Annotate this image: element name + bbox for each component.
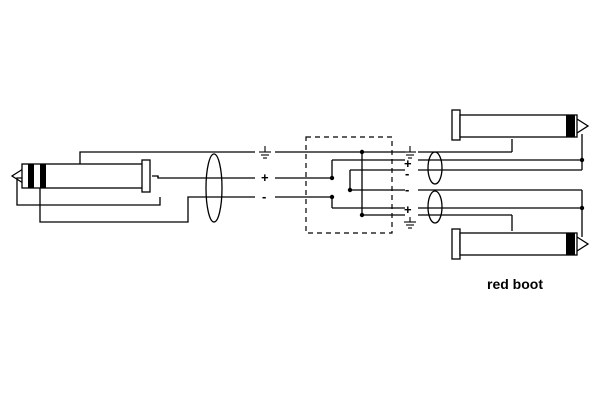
red-boot-caption: red boot xyxy=(487,276,543,292)
wire-ground-left xyxy=(79,151,255,164)
wire-minus-left xyxy=(39,188,255,223)
stereo-jack-plug-left xyxy=(10,159,151,193)
ground-symbol-icon xyxy=(404,217,416,229)
splitter-internal-wiring xyxy=(306,149,405,218)
ground-symbol-icon xyxy=(404,146,416,159)
jack-collar-lower xyxy=(451,228,461,260)
left-wires xyxy=(16,151,255,223)
symbol-minus-left: - xyxy=(262,189,266,204)
shield-ellipse-icon xyxy=(205,153,223,223)
right-wires-upper xyxy=(418,134,585,171)
symbol-minus-lower: - xyxy=(405,182,409,197)
jack-plug-icon xyxy=(451,228,590,260)
shield-ellipse-icon xyxy=(427,151,443,185)
wire-return-left xyxy=(16,177,161,206)
symbol-plus-upper: + xyxy=(404,156,412,171)
shield-ellipse-icon xyxy=(427,190,443,224)
ground-symbol-icon xyxy=(259,146,271,159)
symbol-plus-lower: + xyxy=(404,202,412,217)
symbol-plus-left: + xyxy=(261,170,269,185)
wire-plus-left xyxy=(152,175,255,179)
jack-collar xyxy=(141,159,151,193)
symbol-minus-upper: - xyxy=(405,166,409,181)
jack-ring-1 xyxy=(28,164,34,188)
splitter-box xyxy=(305,136,393,234)
jack-plug-icon xyxy=(451,109,590,141)
jack-collar-upper xyxy=(451,109,461,141)
jack-tip-icon xyxy=(10,168,24,184)
right-wires-lower xyxy=(418,189,585,237)
jack-shaft-lower xyxy=(459,232,578,256)
jack-shaft-upper xyxy=(459,114,578,138)
jack-ring-2 xyxy=(40,164,46,188)
